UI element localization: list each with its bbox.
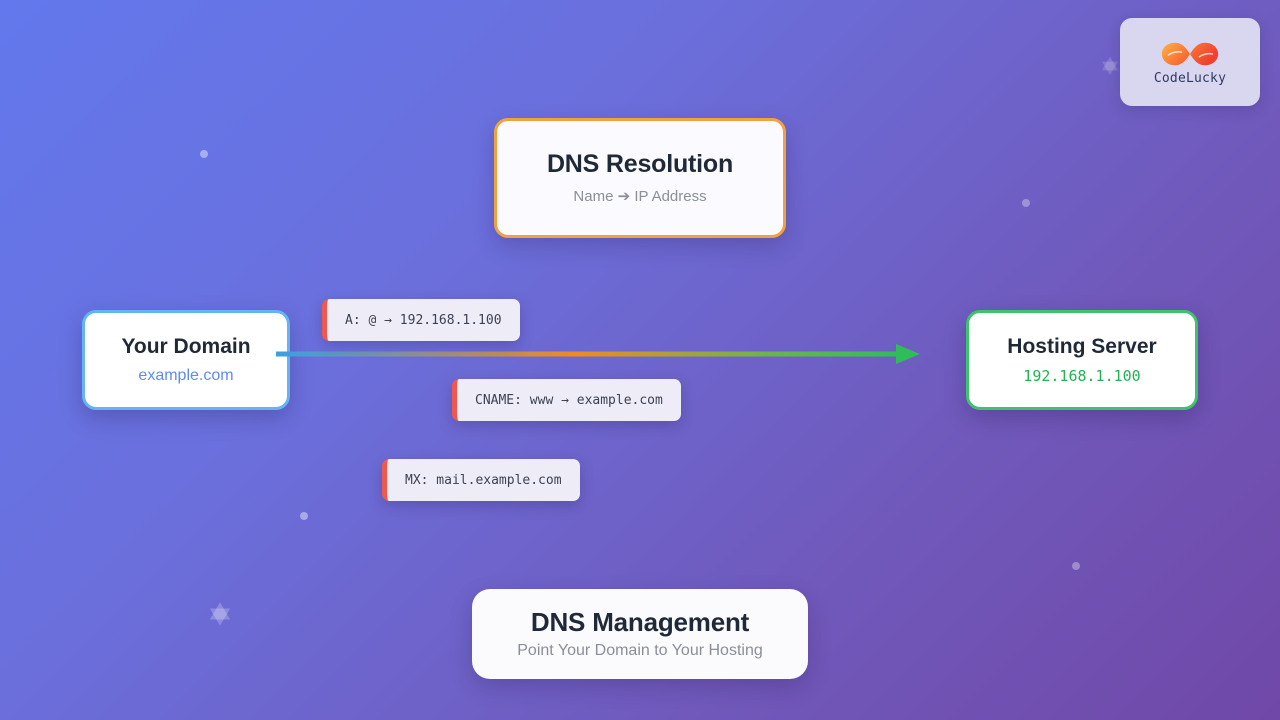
decorative-dot [1022,199,1030,207]
brand-logo-card[interactable]: CodeLucky [1120,18,1260,106]
dns-record-a-text: A: @ → 192.168.1.100 [345,312,502,328]
decorative-dot [1072,562,1080,570]
decorative-dot [200,150,208,158]
dns-resolution-title: DNS Resolution [546,149,734,178]
dns-management-title: DNS Management [530,606,750,637]
your-domain-node[interactable]: Your Domain example.com [82,310,290,410]
flow-arrow-icon [276,344,920,364]
hosting-server-title: Hosting Server [1007,335,1157,358]
hosting-server-node[interactable]: Hosting Server 192.168.1.100 [966,310,1198,410]
dns-record-cname[interactable]: CNAME: www → example.com [452,379,681,421]
brand-name: CodeLucky [1153,70,1227,86]
dns-management-subtitle: Point Your Domain to Your Hosting [517,642,763,660]
dns-record-mx[interactable]: MX: mail.example.com [382,459,580,501]
dns-record-a[interactable]: A: @ → 192.168.1.100 [322,299,520,341]
hosting-server-value: 192.168.1.100 [1023,367,1141,385]
infinity-logo-icon [1161,42,1219,65]
decorative-dot [300,512,308,520]
dns-record-cname-text: CNAME: www → example.com [475,392,663,408]
your-domain-title: Your Domain [121,335,251,358]
dns-record-mx-text: MX: mail.example.com [405,472,562,488]
dns-management-card: DNS Management Point Your Domain to Your… [472,589,808,679]
your-domain-value: example.com [138,367,234,384]
dns-resolution-subtitle: Name ➔ IP Address [573,188,707,206]
dns-resolution-card: DNS Resolution Name ➔ IP Address [494,118,786,238]
